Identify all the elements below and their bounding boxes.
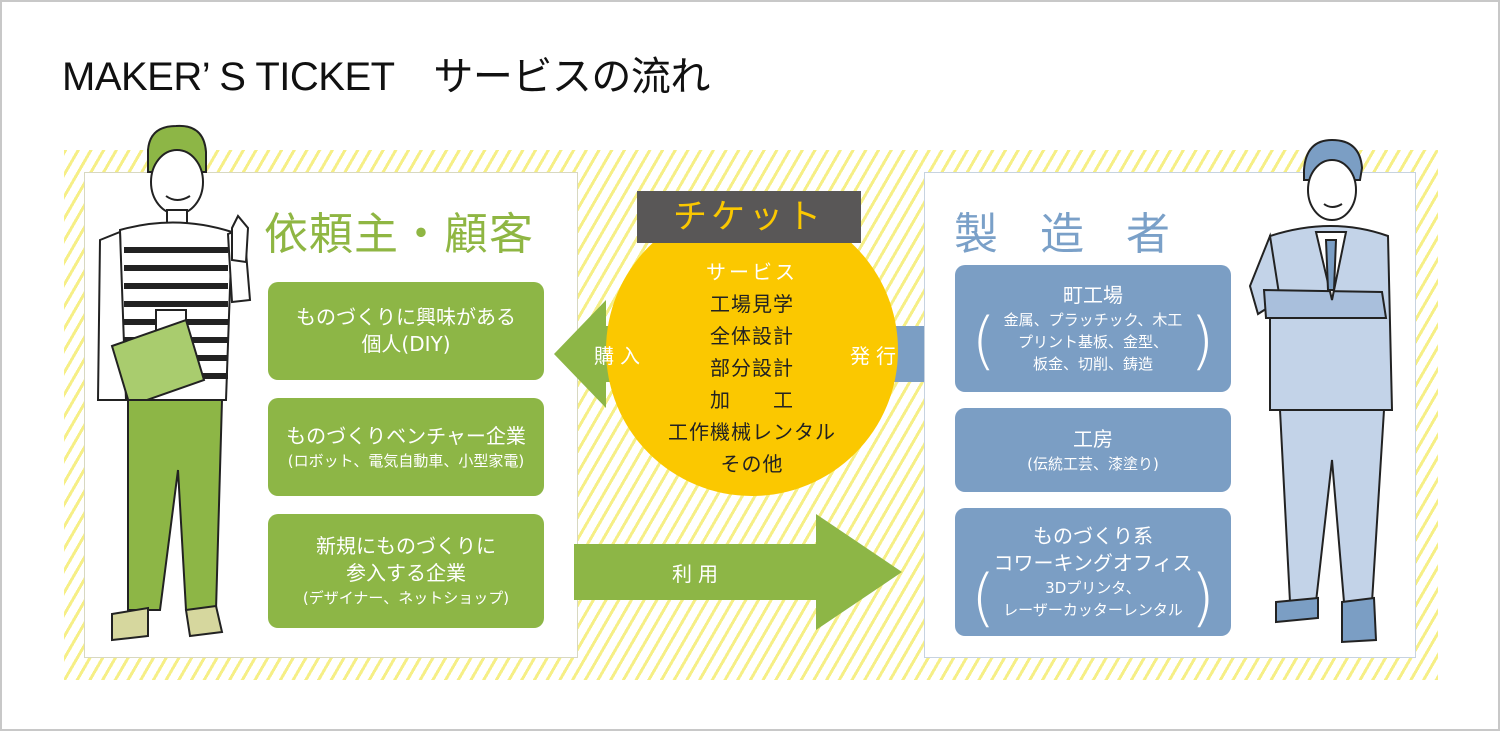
service-item: 部分設計 — [710, 356, 794, 380]
maker-box-title: コワーキングオフィス — [993, 551, 1193, 575]
page-title: MAKER’ S TICKET サービスの流れ — [62, 55, 710, 99]
maker-box-coworking: ものづくり系 コワーキングオフィス 3Dプリンタ、 レーザーカッターレンタル — [955, 508, 1231, 636]
client-box-diy: ものづくりに興味がある 個人(DIY) — [268, 282, 544, 380]
service-item: 工場見学 — [710, 292, 794, 316]
client-person-illustration — [96, 124, 252, 642]
client-box-sub: (ロボット、電気自動車、小型家電) — [287, 451, 525, 470]
service-list: サービス 工場見学 全体設計 部分設計 加 工 工作機械レンタル その他 — [606, 256, 898, 480]
maker-box-detail: (伝統工芸、漆塗り) — [1027, 454, 1159, 473]
client-box-line: 新規にものづくりに — [316, 534, 496, 558]
client-box-line: 参入する企業 — [346, 561, 466, 585]
issue-label: 発行 — [850, 344, 902, 368]
ticket-circle — [606, 204, 898, 496]
maker-box-factory: 町工場 金属、プラッチック、木工 プリント基板、金型、 板金、切削、鋳造 — [955, 265, 1231, 392]
purchase-label: 購入 — [594, 344, 646, 368]
maker-box-detail: レーザーカッターレンタル — [1003, 601, 1183, 619]
maker-box-detail: プリント基板、金型、 — [1017, 333, 1168, 351]
maker-box-detail: 板金、切削、鋳造 — [1032, 355, 1153, 373]
maker-box-detail: 3Dプリンタ、 — [1045, 579, 1141, 597]
client-box-line: ものづくりベンチャー企業 — [286, 423, 526, 448]
client-box-line: ものづくりに興味がある — [296, 305, 516, 329]
service-item: その他 — [720, 452, 784, 476]
maker-box-detail: 金属、プラッチック、木工 — [1003, 311, 1183, 329]
maker-box-title: 工房 — [1073, 426, 1113, 451]
maker-box-workshop: 工房 (伝統工芸、漆塗り) — [955, 408, 1231, 492]
service-item: 工作機械レンタル — [668, 420, 836, 444]
worker-person-illustration — [1248, 138, 1394, 644]
service-list-title: サービス — [706, 260, 798, 284]
client-heading: 依頼主・顧客 — [264, 209, 534, 260]
ticket-label: チケット — [637, 191, 861, 243]
use-arrow — [574, 514, 902, 630]
client-box-sub: (デザイナー、ネットショップ) — [302, 589, 510, 607]
client-box-line: 個人(DIY) — [361, 332, 451, 356]
client-box-venture: ものづくりベンチャー企業 (ロボット、電気自動車、小型家電) — [268, 398, 544, 496]
maker-box-title: 町工場 — [1063, 283, 1123, 307]
use-label: 利用 — [672, 562, 724, 586]
maker-box-title: ものづくり系 — [1033, 524, 1153, 548]
service-item: 全体設計 — [710, 324, 794, 348]
maker-heading: 製造者 — [954, 209, 1212, 260]
client-box-new-entry: 新規にものづくりに 参入する企業 (デザイナー、ネットショップ) — [268, 514, 544, 628]
service-item: 加 工 — [710, 388, 794, 412]
